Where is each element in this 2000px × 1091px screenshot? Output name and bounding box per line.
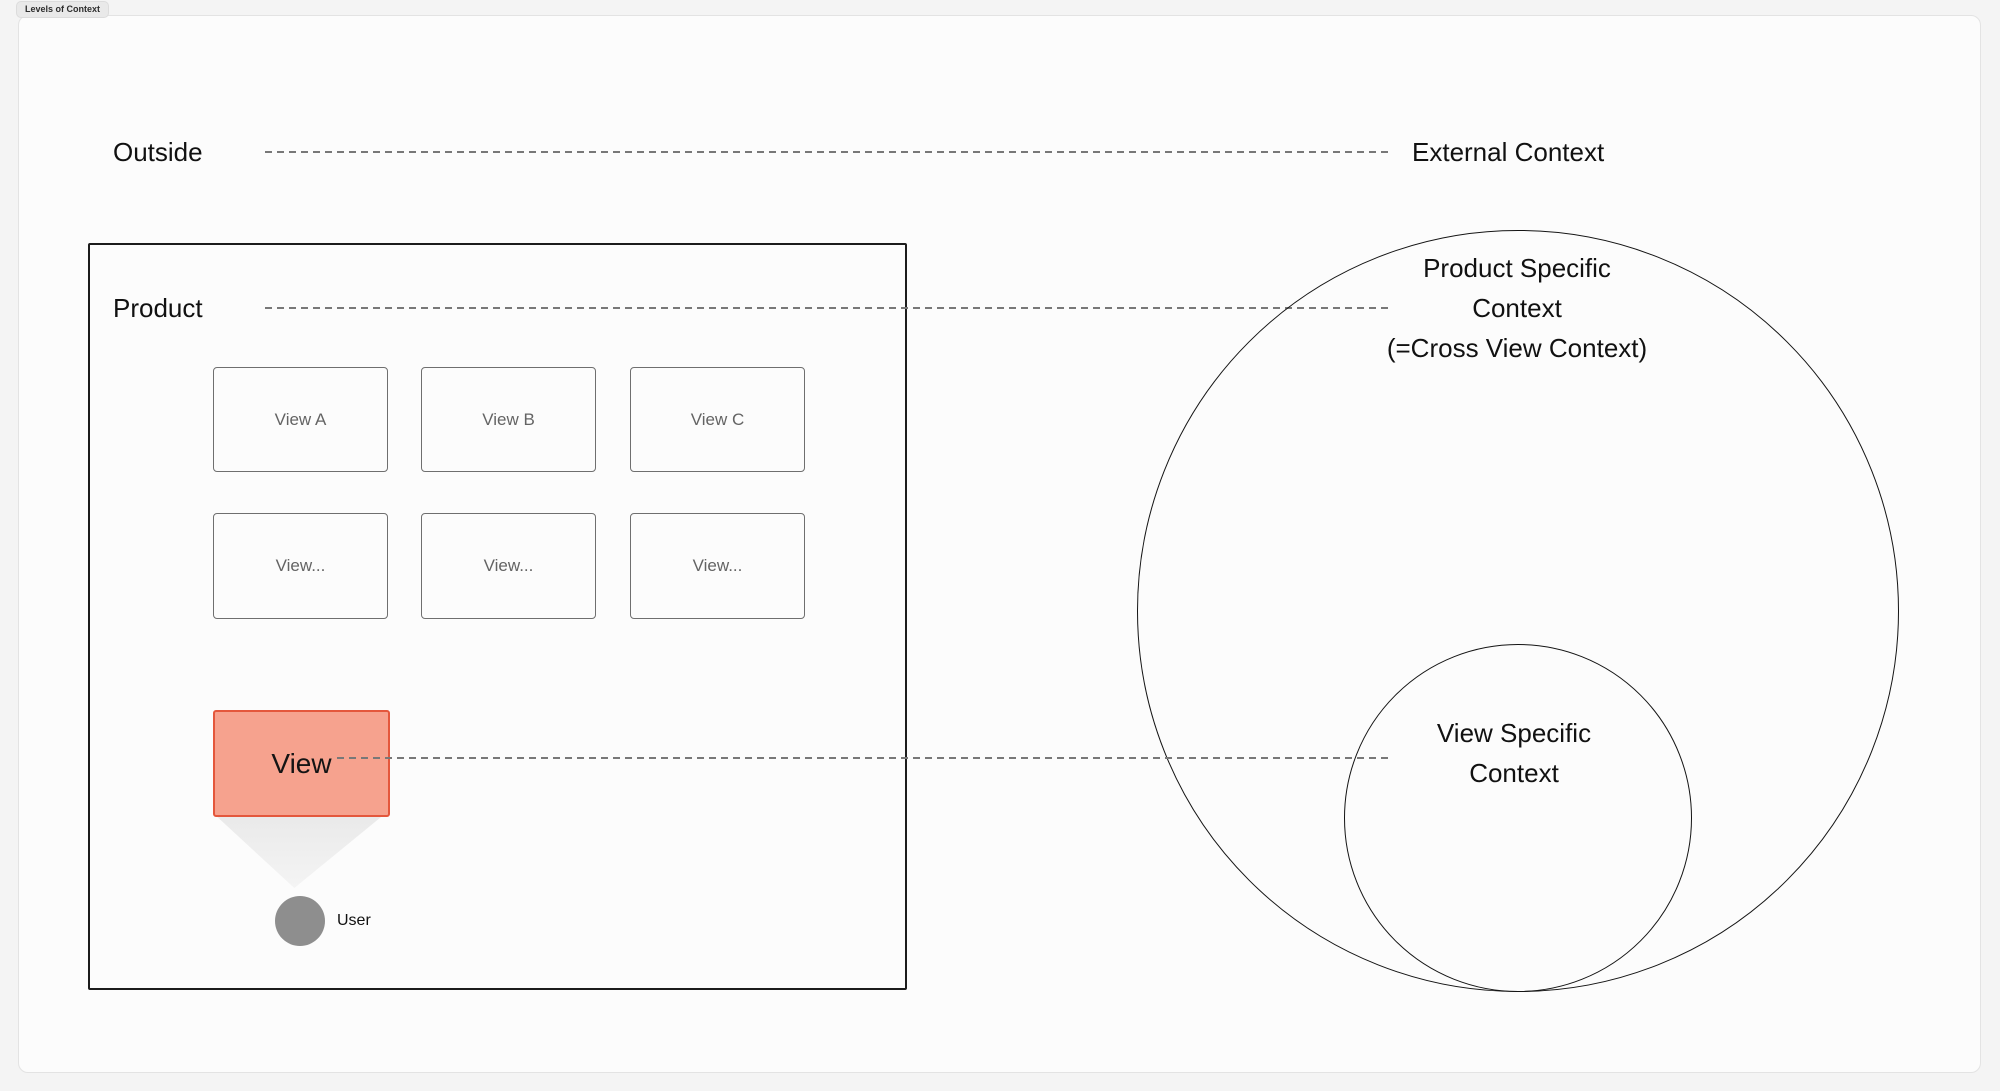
outside-dashed-line	[265, 151, 1390, 153]
product-label: Product	[113, 293, 203, 323]
view-more-box-1[interactable]: View...	[213, 513, 388, 619]
view-more-box-3[interactable]: View...	[630, 513, 805, 619]
product-specific-context-label: Product Specific Context (=Cross View Co…	[1307, 248, 1727, 368]
external-context-label: External Context	[1412, 137, 1605, 167]
view-c-label: View C	[690, 409, 745, 429]
view-specific-context-label: View Specific Context	[1314, 713, 1714, 793]
user-icon[interactable]	[275, 896, 325, 946]
user-label: User	[337, 912, 371, 929]
view-a-label: View A	[274, 409, 327, 429]
outside-label: Outside	[113, 137, 203, 167]
view-more-label-1: View...	[275, 556, 326, 575]
view-b-label: View B	[482, 409, 535, 429]
view-more-label-3: View...	[692, 556, 743, 575]
view-more-label-2: View...	[483, 556, 534, 575]
active-view-label: View	[271, 747, 332, 779]
view-specific-context-line-1: View Specific	[1436, 718, 1592, 748]
view-specific-context-circle[interactable]	[1344, 644, 1692, 992]
view-more-box-2[interactable]: View...	[421, 513, 596, 619]
product-frame[interactable]	[88, 243, 907, 990]
active-view-box[interactable]: View	[213, 710, 390, 817]
view-specific-context-line-2: Context	[1469, 758, 1559, 788]
frame-label-tab[interactable]: Levels of Context	[16, 1, 110, 18]
view-c-box[interactable]: View C	[630, 367, 805, 472]
product-dashed-line	[265, 307, 1390, 309]
product-specific-context-line-3: (=Cross View Context)	[1386, 333, 1648, 363]
product-specific-context-line-2: Context	[1472, 293, 1562, 323]
view-b-box[interactable]: View B	[421, 367, 596, 472]
view-dashed-line	[337, 757, 1390, 759]
product-specific-context-line-1: Product Specific	[1423, 253, 1611, 283]
view-a-box[interactable]: View A	[213, 367, 388, 472]
